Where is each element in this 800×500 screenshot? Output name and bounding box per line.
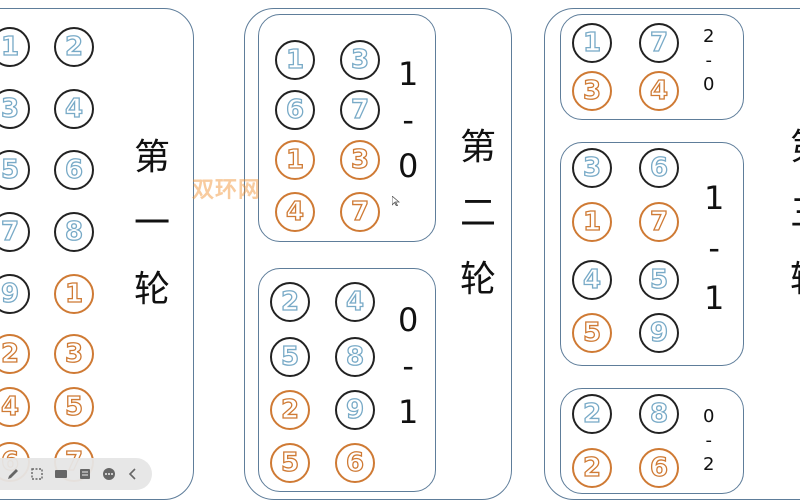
round-1-panel: [0, 8, 194, 500]
player-token: 2: [572, 448, 612, 488]
round-3-group-2-score: 1 - 1: [704, 182, 724, 314]
player-token: 1: [275, 40, 315, 80]
score-left: 2: [703, 26, 715, 47]
player-token: 6: [335, 443, 375, 483]
player-token: 7: [340, 192, 380, 232]
score-right: 1: [704, 279, 725, 317]
round-2-group-2-score: 0 - 1: [398, 304, 418, 428]
round-2-title: 第 二 轮: [460, 118, 496, 302]
player-token: 1: [572, 202, 612, 242]
round-1-title: 第 一 轮: [134, 128, 170, 312]
round-3-group-1-score: 2 - 0: [703, 28, 714, 94]
player-token: 3: [54, 334, 94, 374]
player-token: 6: [54, 150, 94, 190]
score-dash: -: [402, 101, 414, 139]
player-token: 2: [572, 394, 612, 434]
player-token: 6: [639, 148, 679, 188]
score-right: 1: [398, 393, 419, 431]
score-left: 0: [398, 301, 419, 339]
score-dash: -: [705, 430, 712, 451]
round-3-title-char: 三: [790, 184, 800, 236]
player-token: 3: [0, 89, 30, 129]
player-token: 7: [639, 202, 679, 242]
score-dash: -: [402, 347, 414, 385]
score-dash: -: [708, 229, 720, 267]
more-icon[interactable]: [100, 466, 117, 483]
player-token: 4: [54, 89, 94, 129]
player-token: 9: [639, 313, 679, 353]
score-left: 1: [398, 55, 419, 93]
round-2-title-char: 二: [460, 193, 497, 234]
round-3-group-3-score: 0 - 2: [703, 408, 714, 474]
round-1-title-char: 轮: [134, 269, 171, 310]
round-2-title-char: 轮: [460, 259, 497, 300]
player-token: 5: [639, 260, 679, 300]
player-token: 7: [0, 212, 30, 252]
round-2-title-char: 第: [460, 127, 497, 168]
score-right: 0: [398, 147, 419, 185]
player-token: 5: [270, 443, 310, 483]
player-token: 8: [54, 212, 94, 252]
player-token: 5: [54, 387, 94, 427]
player-token: 7: [340, 90, 380, 130]
watermark-logo: 双环网: [192, 178, 262, 203]
player-token: 5: [270, 337, 310, 377]
score-right: 0: [703, 74, 715, 95]
score-left: 0: [703, 406, 715, 427]
score-left: 1: [704, 179, 725, 217]
crop-icon[interactable]: [28, 466, 45, 483]
round-3-title: 第 三 轮: [790, 118, 800, 302]
player-token: 3: [340, 140, 380, 180]
player-token: 6: [275, 90, 315, 130]
player-token: 7: [639, 23, 679, 63]
round-1-title-char: 第: [134, 137, 171, 178]
player-token: 4: [572, 260, 612, 300]
player-token: 5: [572, 313, 612, 353]
presentation-toolbar: [0, 458, 152, 490]
player-token: 1: [0, 27, 30, 67]
collapse-icon[interactable]: [124, 466, 141, 483]
player-token: 3: [572, 148, 612, 188]
player-token: 1: [275, 140, 315, 180]
score-right: 2: [703, 454, 715, 475]
player-token: 3: [572, 71, 612, 111]
round-3-title-char: 轮: [790, 250, 800, 302]
screen-icon[interactable]: [52, 466, 69, 483]
player-token: 4: [275, 192, 315, 232]
round-1-title-char: 一: [134, 203, 171, 244]
player-token: 9: [335, 390, 375, 430]
score-dash: -: [705, 50, 712, 71]
player-token: 1: [54, 274, 94, 314]
player-token: 2: [270, 282, 310, 322]
player-token: 2: [270, 390, 310, 430]
player-token: 8: [639, 394, 679, 434]
mouse-cursor-icon: [392, 196, 400, 206]
player-token: 3: [340, 40, 380, 80]
player-token: 4: [639, 71, 679, 111]
round-3-title-char: 第: [790, 118, 800, 170]
pen-icon[interactable]: [4, 466, 21, 483]
note-icon[interactable]: [76, 466, 93, 483]
player-token: 6: [639, 448, 679, 488]
round-2-group-1-score: 1 - 0: [398, 58, 418, 182]
player-token: 4: [335, 282, 375, 322]
player-token: 2: [54, 27, 94, 67]
player-token: 8: [335, 337, 375, 377]
player-token: 1: [572, 23, 612, 63]
